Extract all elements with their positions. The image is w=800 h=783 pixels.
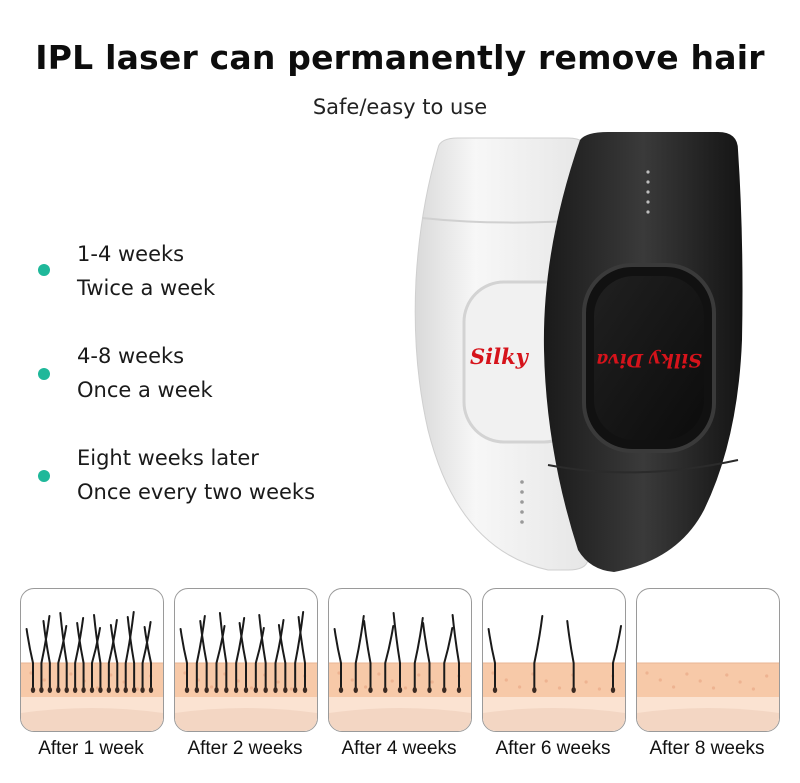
bullet-dot-icon: [38, 470, 50, 482]
stage-label: After 1 week: [38, 738, 144, 759]
stage-label: After 2 weeks: [187, 738, 303, 759]
stage-panel-4: [482, 588, 626, 732]
bullet-dot-icon: [38, 368, 50, 380]
page-title: IPL laser can permanently remove hair: [35, 38, 765, 77]
hair-reduction-stages: After 1 week After 2 weeks After 4 weeks…: [20, 588, 786, 768]
stage-label: After 4 weeks: [341, 738, 457, 759]
stage-panel-2: [174, 588, 318, 732]
page-subtitle: Safe/easy to use: [312, 95, 488, 119]
skin-illustration: [637, 662, 779, 731]
black-device: Silky Diva: [543, 132, 743, 572]
stage-label: After 6 weeks: [495, 738, 611, 759]
product-image: Silky Silky Diva: [398, 130, 770, 580]
schedule-period: Eight weeks later: [77, 446, 259, 470]
schedule-frequency: Once a week: [77, 378, 213, 402]
bullet-dot-icon: [38, 264, 50, 276]
stage-label: After 8 weeks: [649, 738, 765, 759]
schedule-period: 4-8 weeks: [77, 344, 185, 368]
schedule-frequency: Twice a week: [77, 276, 216, 300]
skin-illustration: [21, 611, 163, 731]
ipl-device-illustration: Silky Silky Diva: [414, 132, 743, 572]
skin-illustration: [329, 612, 471, 731]
skin-illustration: [483, 615, 625, 731]
skin-illustration: [175, 611, 317, 731]
brand-logo: Silky: [470, 344, 530, 369]
stage-panel-3: [328, 588, 472, 732]
stage-panel-5: [636, 588, 780, 732]
schedule-frequency: Once every two weeks: [77, 480, 316, 504]
stage-panel-1: [20, 588, 164, 732]
schedule-period: 1-4 weeks: [77, 242, 185, 266]
brand-logo: Silky Diva: [596, 349, 702, 371]
